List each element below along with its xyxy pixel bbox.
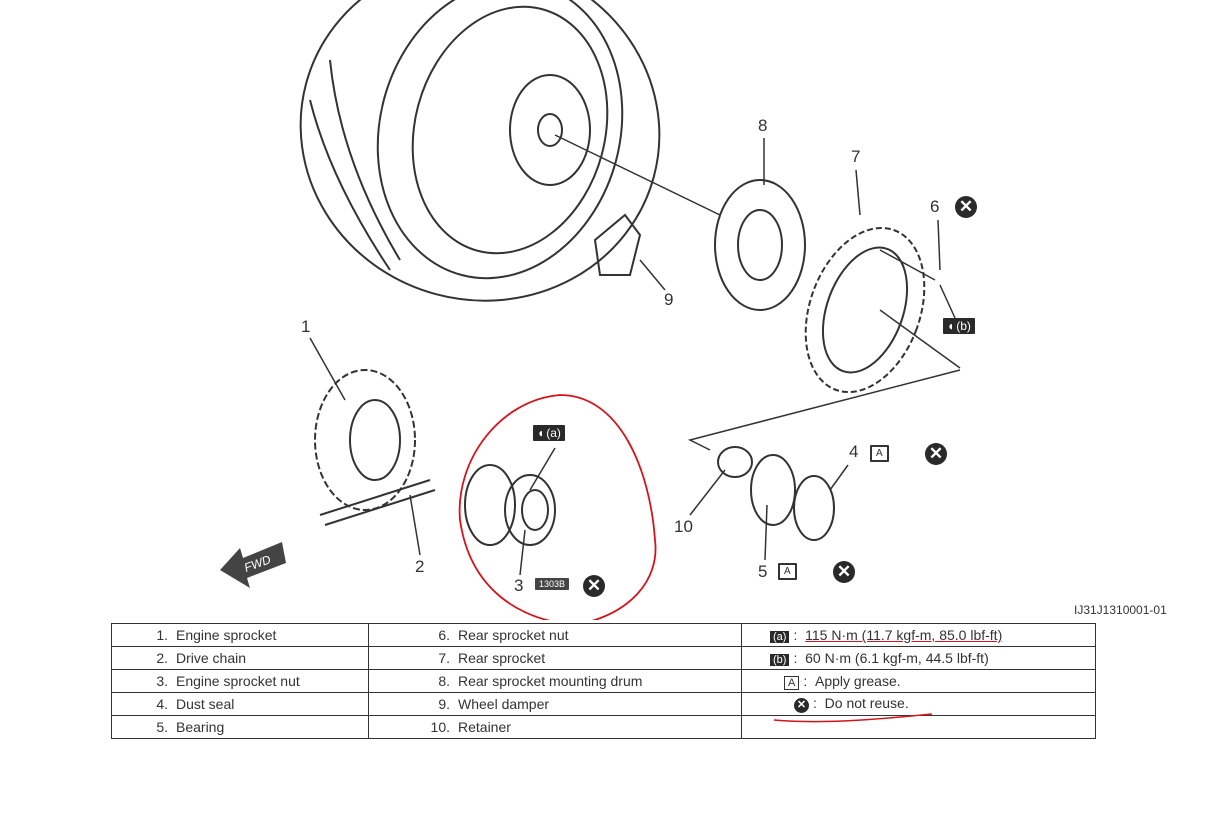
red-underline <box>773 713 933 723</box>
exploded-view-diagram: FWD <box>220 0 961 620</box>
wrench-icon: ◖ <box>947 319 955 333</box>
callout-4: 4 <box>849 442 859 461</box>
do-not-reuse-icon: ✕ <box>833 561 855 583</box>
part-name: Rear sprocket nut <box>458 627 569 643</box>
torque-spec-b: 60 N·m (6.1 kgf-m, 44.5 lbf-ft) <box>805 650 989 666</box>
part-name: Dust seal <box>176 696 235 712</box>
grease-icon: A <box>870 445 889 462</box>
engine-sprocket-and-chain <box>314 369 436 526</box>
callout-5: 5 <box>758 562 768 581</box>
separator: : <box>793 627 798 643</box>
torque-b-icon: (b) <box>770 654 790 666</box>
callout-1: 1 <box>301 317 311 336</box>
torque-b-label: (b) <box>956 319 971 333</box>
separator: : <box>813 695 817 711</box>
part-number: 6. <box>438 627 450 643</box>
torque-a-badge: ◖(a) <box>533 425 565 441</box>
parts-table: 1. Engine sprocket 6. Rear sprocket nut (a… <box>111 623 1096 739</box>
red-annotation-circle <box>458 394 657 620</box>
rear-wheel <box>299 0 661 302</box>
grease-label: A <box>784 566 791 577</box>
do-not-reuse-icon: ✕ <box>955 196 977 218</box>
part-name: Retainer <box>458 719 511 735</box>
part-name: Rear sprocket <box>458 650 546 666</box>
wrench-icon: ◖ <box>537 426 545 440</box>
leader-lines <box>309 134 961 576</box>
engine-sprocket-nut <box>464 464 556 546</box>
part-name: Wheel damper <box>458 696 550 712</box>
do-not-reuse-note: Do not reuse. <box>824 695 909 711</box>
thread-lock-badge: 1303B <box>535 578 570 590</box>
part-number: 10. <box>430 719 450 735</box>
torque-b-badge: ◖(b) <box>943 318 975 334</box>
torque-spec-a: 115 N·m (11.7 kgf-m, 85.0 lbf-ft) <box>805 627 1003 643</box>
table-row: 2. Drive chain 7. Rear sprocket (b): 60 N·… <box>111 646 1096 670</box>
grease-icon: A <box>778 563 797 580</box>
callout-6: 6 <box>930 197 940 216</box>
callout-10: 10 <box>674 517 693 536</box>
callout-9: 9 <box>664 290 674 309</box>
do-not-reuse-icon: ✕ <box>925 443 947 465</box>
do-not-reuse-icon: ✕ <box>583 575 605 597</box>
retainer-bearing-seal <box>717 446 835 541</box>
part-name: Engine sprocket <box>176 627 277 643</box>
part-number: 1. <box>156 627 168 643</box>
wheel-damper <box>593 213 642 276</box>
table-row: 1. Engine sprocket 6. Rear sprocket nut (a… <box>111 623 1096 647</box>
part-number: 9. <box>438 696 450 712</box>
do-not-reuse-icon: ✕ <box>794 698 809 713</box>
grease-icon: A <box>784 675 800 690</box>
table-row: 5. Bearing 10. Retainer <box>111 713 1096 739</box>
callout-3: 3 <box>514 576 524 595</box>
figure-code: IJ31J1310001-01 <box>1074 603 1167 617</box>
torque-a-icon: (a) <box>770 631 790 643</box>
separator: : <box>803 672 808 689</box>
part-name: Drive chain <box>176 650 247 666</box>
part-number: 8. <box>438 673 450 689</box>
grease-note: Apply grease. <box>815 672 901 689</box>
part-name: Engine sprocket nut <box>176 673 300 689</box>
grease-label: A <box>876 448 883 459</box>
separator: : <box>793 650 798 666</box>
callout-2: 2 <box>415 557 425 576</box>
part-number: 3. <box>156 673 168 689</box>
part-number: 4. <box>156 696 168 712</box>
sprocket-drum <box>714 179 806 311</box>
table-row: 3. Engine sprocket nut 8. Rear sprocket mo… <box>111 669 1096 693</box>
rear-sprocket <box>804 226 926 394</box>
part-number: 2. <box>156 650 168 666</box>
part-number: 7. <box>438 650 450 666</box>
part-name: Rear sprocket mounting drum <box>458 673 643 689</box>
thread-lock-label: 1303B <box>539 579 566 589</box>
part-name: Bearing <box>176 719 225 735</box>
callout-7: 7 <box>851 147 861 166</box>
table-row: 4. Dust seal 9. Wheel damper ✕: Do not reu… <box>111 692 1096 716</box>
part-number: 5. <box>156 719 168 735</box>
fwd-arrow: FWD <box>220 542 286 588</box>
callout-8: 8 <box>758 116 768 135</box>
torque-a-label: (a) <box>546 426 561 440</box>
